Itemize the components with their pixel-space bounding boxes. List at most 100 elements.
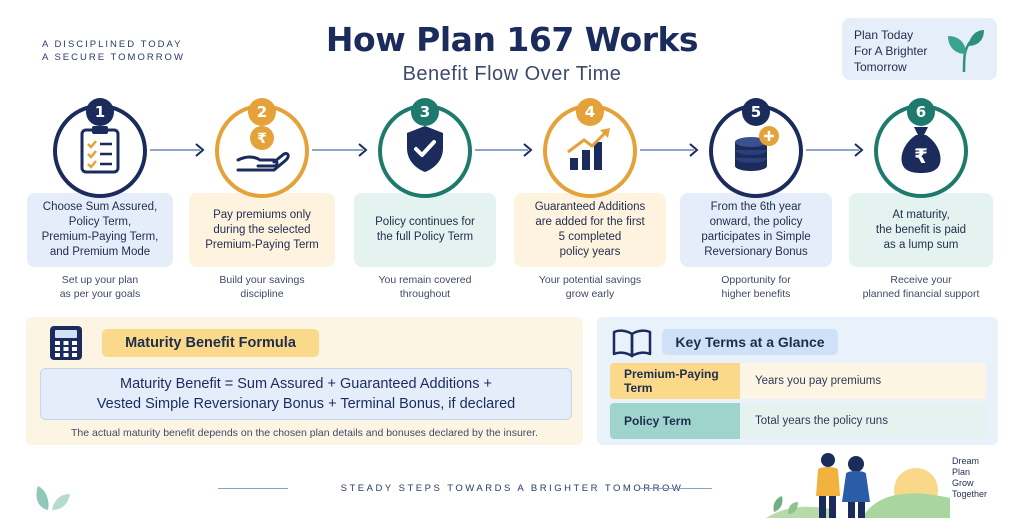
term-key-line-1: Premium-Paying: [624, 367, 719, 381]
step-6-note-line-2: planned financial support: [862, 288, 980, 300]
formula-note: The actual maturity benefit depends on t…: [71, 427, 538, 439]
step-1-line-2: Policy Term,: [68, 216, 132, 228]
flow-arrow-icon: [475, 143, 533, 157]
clipboard-checklist-icon: [78, 124, 122, 179]
rupee-hand-icon: ₹: [234, 124, 290, 179]
tag-line-2: For A Brighter: [854, 44, 928, 58]
formula-line-2: Vested Simple Reversionary Bonus + Termi…: [96, 396, 516, 412]
step-1-note-line-1: Set up your plan: [61, 274, 139, 286]
step-3-line-2: the full Policy Term: [376, 231, 474, 243]
svg-text:₹: ₹: [257, 131, 267, 147]
step-6-note: Receive your planned financial support: [841, 273, 1001, 301]
footer-line-right: [640, 488, 712, 489]
step-6-number: 6: [907, 98, 935, 126]
tagline-line-2: A SECURE TOMORROW: [42, 52, 185, 63]
formula-line-1: Maturity Benefit = Sum Assured + Guarant…: [120, 376, 492, 392]
page-title: How Plan 167 Works: [325, 20, 699, 59]
step-4-note: Your potential savings grow early: [510, 273, 670, 301]
formula-heading: Maturity Benefit Formula: [102, 329, 319, 357]
step-3-note-line-1: You remain covered: [378, 274, 472, 286]
dream-word: Dream: [952, 456, 980, 466]
step-6-line-2: the benefit is paid: [875, 223, 967, 236]
sprout-leaf-icon: [948, 30, 984, 73]
family-sunrise-illustration: [766, 453, 950, 518]
step-6-line-1: At maturity,: [892, 208, 950, 221]
step-2-note-line-1: Build your savings: [219, 274, 305, 286]
step-5-number: 5: [742, 98, 770, 126]
coin-stack-plus-icon: [729, 124, 783, 179]
flow-arrow-icon: [806, 143, 864, 157]
step-1-note-line-2: as per your goals: [59, 288, 141, 300]
tagline-line-1: A DISCIPLINED TODAY: [42, 39, 183, 50]
step-2-line-1: Pay premiums only: [213, 208, 311, 221]
leaves-icon: [36, 486, 70, 510]
step-4-line-1: Guaranteed Additions: [534, 201, 646, 213]
flow-arrow-icon: [150, 143, 205, 157]
flow-arrow-icon: [640, 143, 699, 157]
step-5-note-line-1: Opportunity for: [721, 274, 791, 286]
step-4-description: Guaranteed Additions are added for the fi…: [514, 193, 666, 267]
step-4-note-line-1: Your potential savings: [538, 274, 642, 286]
step-5-line-1: From the 6th year: [710, 201, 802, 213]
footer-line-left: [218, 488, 288, 489]
step-2-note: Build your savings discipline: [182, 273, 342, 301]
svg-text:₹: ₹: [914, 144, 928, 168]
step-3-note: You remain covered throughout: [345, 273, 505, 301]
term-value: Total years the policy runs: [740, 403, 986, 439]
calculator-icon: [50, 326, 82, 360]
step-5-note-line-2: higher benefits: [721, 288, 791, 300]
step-3-note-line-2: throughout: [399, 288, 451, 300]
step-1-number: 1: [86, 98, 114, 126]
step-1-line-1: Choose Sum Assured,: [42, 201, 158, 213]
step-4-number: 4: [576, 98, 604, 126]
together-word: Together: [952, 489, 988, 499]
open-book-icon: [612, 329, 652, 358]
step-2-note-line-2: discipline: [240, 288, 284, 300]
step-4-line-2: are added for the first: [535, 216, 645, 228]
money-bag-icon: ₹: [898, 123, 944, 180]
step-5-note: Opportunity for higher benefits: [676, 273, 836, 301]
terms-heading: Key Terms at a Glance: [662, 329, 838, 355]
flow-arrow-icon: [312, 143, 368, 157]
shield-check-icon: [403, 124, 447, 179]
step-5-line-3: participates in Simple: [701, 231, 811, 243]
step-2-number: 2: [248, 98, 276, 126]
step-1-note: Set up your plan as per your goals: [20, 273, 180, 301]
tagline: A DISCIPLINED TODAY A SECURE TOMORROW: [42, 38, 185, 64]
plan-word: Plan: [952, 467, 971, 477]
formula-box: Maturity Benefit = Sum Assured + Guarant…: [40, 368, 572, 420]
step-3-description: Policy continues for the full Policy Term: [354, 193, 496, 267]
step-6-note-line-1: Receive your: [890, 274, 952, 286]
term-row-policy-term: Policy Term Total years the policy runs: [610, 403, 986, 439]
step-2-line-3: Premium-Paying Term: [205, 238, 319, 251]
step-5-line-4: Reversionary Bonus: [704, 246, 808, 258]
term-key: Policy Term: [610, 403, 740, 439]
step-1-line-3: Premium-Paying Term,: [41, 231, 159, 243]
dream-plan-grow-together: Dream Plan Grow Together: [952, 456, 987, 500]
step-3-line-1: Policy continues for: [375, 216, 475, 228]
grow-word: Grow: [952, 478, 974, 488]
growth-chart-icon: [564, 124, 616, 179]
step-1-line-4: and Premium Mode: [49, 246, 151, 258]
step-6-description: At maturity, the benefit is paid as a lump…: [849, 193, 993, 267]
step-4-line-4: policy years: [559, 246, 621, 258]
step-5-description: From the 6th year onward, the policy parti…: [680, 193, 832, 267]
step-4-line-3: 5 completed: [558, 231, 622, 243]
step-3-number: 3: [411, 98, 439, 126]
brighter-tomorrow-tag: Plan Today For A Brighter Tomorrow: [842, 18, 997, 80]
step-4-note-line-2: grow early: [565, 288, 615, 300]
tag-line-3: Tomorrow: [854, 60, 907, 74]
step-6-line-3: as a lump sum: [883, 238, 959, 251]
step-2-line-2: during the selected: [213, 223, 311, 236]
step-1-description: Choose Sum Assured, Policy Term, Premium-P…: [27, 193, 173, 267]
term-key-line-2: Term: [624, 381, 653, 395]
footer-text: STEADY STEPS TOWARDS A BRIGHTER TOMORROW: [340, 483, 684, 494]
page-subtitle: Benefit Flow Over Time: [402, 63, 622, 85]
step-5-line-2: onward, the policy: [709, 216, 803, 228]
tag-line-1: Plan Today: [854, 28, 914, 42]
term-value: Years you pay premiums: [740, 363, 986, 399]
term-key-line-1: Policy Term: [624, 414, 692, 428]
